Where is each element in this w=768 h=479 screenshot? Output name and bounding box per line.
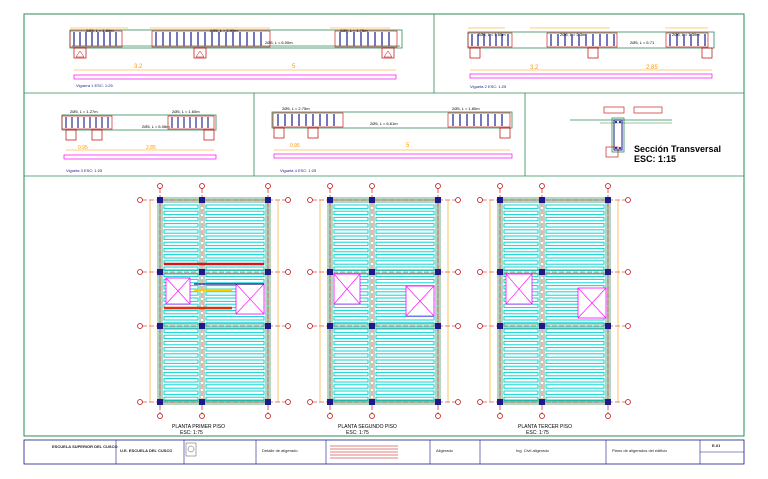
cross-section-detail: Sección Transversal ESC: 1:15 [570, 106, 721, 164]
beam-3-title: Vigueta 3 ESC: 1:25 [66, 168, 103, 173]
plan-2-column [435, 323, 441, 329]
plan-3-scale: ESC: 1:75 [526, 430, 549, 436]
title-block-school: ESCUELA SUPERIOR DEL CUSCO [52, 444, 118, 449]
beam-2-span-2: 2.85 [646, 65, 658, 71]
beam-2-title: Vigueta 2 ESC: 1:25 [470, 84, 507, 89]
title-block [23, 439, 745, 465]
beam-1-steel-label-1: 2Ø5, L = 1.60m [86, 28, 114, 33]
plan-1-column [157, 323, 163, 329]
plan-1-column [199, 323, 205, 329]
plan-1-column [199, 399, 205, 405]
beam-3-steel-label-3: 2Ø5, L = 6.08m [142, 124, 170, 129]
beam-4-steel-label-3: 2Ø5, L = 6.61m [370, 121, 398, 126]
sheet-frame [23, 13, 745, 437]
beam-4-steel-label-2: 2Ø5, L = 1.80m [452, 106, 480, 111]
beam-1-steel-label-3: 2Ø5, L = 1.75m [340, 28, 368, 33]
plan-1-column [265, 197, 271, 203]
plan-2-column [435, 399, 441, 405]
beam-2-steel-label-1: 2Ø5, L = 1.60m [478, 32, 506, 37]
plan-1-column [199, 269, 205, 275]
plan-2-scale: ESC: 1:75 [346, 430, 369, 436]
plan-2-column [369, 197, 375, 203]
title-block-cell-4: Plano de aligerados del edificio [612, 448, 668, 453]
plan-2-column [369, 323, 375, 329]
plan-1-scale: ESC: 1:75 [180, 430, 203, 436]
plan-1-column [265, 399, 271, 405]
plan-2-column [435, 269, 441, 275]
beam-2-steel-label-3: 2Ø5, L = 1.30m [672, 32, 700, 37]
beam-detail-4: 2Ø5, L = 2.75m 2Ø5, L = 1.80m 2Ø5, L = 6… [271, 106, 513, 173]
beam-3-steel-label-2: 2Ø5, L = 1.60m [172, 109, 200, 114]
title-block-cell-1: Detalle de aligerado [262, 448, 298, 453]
plan-3-column [497, 269, 503, 275]
plan-2-column [327, 197, 333, 203]
plan-3-column [605, 323, 611, 329]
plan-3-column [539, 269, 545, 275]
beam-4-title: Vigueta 4 ESC: 1:25 [280, 168, 317, 173]
section-title: Sección Transversal [634, 144, 721, 154]
plan-3-column [539, 197, 545, 203]
title-block-cell-2: Aligerado [436, 448, 453, 453]
plan-2-column [369, 269, 375, 275]
plan-2-column [369, 399, 375, 405]
beam-3-steel-label-1: 2Ø5, L = 1.27m [70, 109, 98, 114]
title-block-sheet: E-01 [712, 443, 721, 448]
beam-2-span-1: 3.2 [530, 65, 539, 71]
beam-detail-1: 2Ø5, L = 1.60m 2Ø5, L = 2.90m 2Ø5, L = 1… [69, 27, 403, 88]
title-block-cell-3: Ing. Civil aligerado [516, 448, 549, 453]
beam-2-steel-label-4: 2Ø5, L = 6.71 [630, 40, 655, 45]
plan-3-column [539, 399, 545, 405]
beam-1-steel-label-2: 2Ø5, L = 2.90m [210, 28, 238, 33]
beam-detail-3: 2Ø5, L = 1.27m 2Ø5, L = 1.60m 2Ø5, L = 6… [61, 109, 217, 173]
plan-1-title: PLANTA PRIMER PISO [172, 424, 225, 430]
title-block-institution: U.E. ESCUELA DEL CUSCO [120, 448, 173, 453]
beam-3-span-1: 0.95 [78, 145, 88, 151]
section-scale: ESC: 1:15 [634, 154, 676, 164]
plan-2-title: PLANTA SEGUNDO PISO [338, 424, 397, 430]
plan-1-column [199, 197, 205, 203]
plan-1-column [157, 197, 163, 203]
beam-detail-2: 2Ø5, L = 1.60m 2Ø5, L = 2.3m 2Ø5, L = 1.… [467, 27, 715, 89]
plan-2-column [327, 399, 333, 405]
beam-4-span-2: 5 [406, 143, 410, 149]
plan-3-title: PLANTA TERCER PISO [518, 424, 572, 430]
plan-3-column [497, 323, 503, 329]
plan-3-column [605, 269, 611, 275]
beam-1-span-2: 5 [292, 64, 296, 70]
plan-2-column [327, 269, 333, 275]
plan-3-column [605, 399, 611, 405]
seal-icon [185, 442, 197, 457]
plan-3-column [497, 197, 503, 203]
plan-1-column [157, 399, 163, 405]
plan-3-column [539, 323, 545, 329]
beam-4-steel-label-1: 2Ø5, L = 2.75m [282, 106, 310, 111]
beam-3-span-2: 2.85 [146, 145, 156, 151]
beam-4-span-1: 0.95 [290, 143, 300, 149]
plan-3-column [605, 197, 611, 203]
beam-1-steel-label-4: 2Ø5, L = 6.00m [265, 40, 293, 45]
beam-2-steel-label-2: 2Ø5, L = 2.3m [560, 32, 586, 37]
plan-2-column [327, 323, 333, 329]
plan-2-column [435, 197, 441, 203]
beam-1-span-1: 3.2 [134, 64, 143, 70]
plan-1-column [157, 269, 163, 275]
beam-1-title: Viguета 1 ESC: 1:25 [76, 83, 113, 88]
plan-3-column [497, 399, 503, 405]
floor-plans [137, 183, 631, 419]
plan-1-column [265, 269, 271, 275]
plan-1-column [265, 323, 271, 329]
